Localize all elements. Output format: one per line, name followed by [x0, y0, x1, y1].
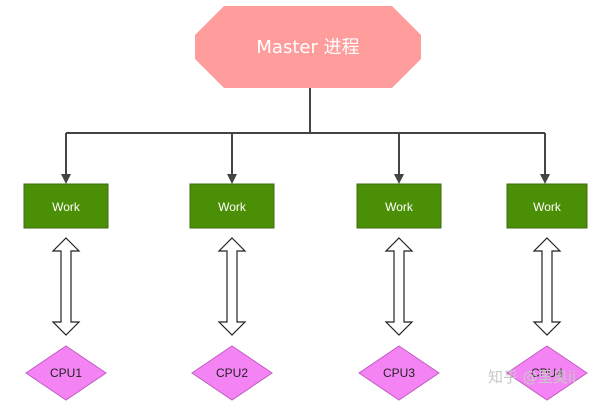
work-label-3: Work	[385, 200, 414, 214]
cpu-label-4: CPU4	[531, 366, 563, 380]
double-arrow-icon-4	[532, 237, 562, 336]
work-label-2: Work	[218, 200, 247, 214]
master-label: Master 进程	[256, 37, 359, 58]
work-label-4: Work	[533, 200, 562, 214]
cpu-label-2: CPU2	[216, 366, 248, 380]
double-arrow-icon-2	[217, 237, 247, 336]
master-octagon	[195, 6, 421, 88]
master-connectors	[61, 88, 550, 184]
worker-column-2: Work CPU2	[189, 183, 275, 401]
cpu-node-4	[506, 345, 588, 401]
cpu-node-2	[191, 345, 273, 401]
watermark: 知乎 @里奥ii	[488, 368, 576, 386]
cpu-label-3: CPU3	[383, 366, 415, 380]
work-node-4	[506, 183, 588, 229]
worker-column-3: Work CPU3	[356, 183, 442, 401]
work-label-1: Work	[52, 200, 81, 214]
work-node-2	[189, 183, 275, 229]
master-node: Master 进程	[195, 6, 421, 88]
work-node-1	[23, 183, 109, 229]
worker-column-1: Work CPU1	[23, 183, 109, 401]
cpu-node-3	[358, 345, 440, 401]
double-arrow-icon-1	[51, 237, 81, 336]
cpu-node-1	[25, 345, 107, 401]
cpu-label-1: CPU1	[50, 366, 82, 380]
work-node-3	[356, 183, 442, 229]
double-arrow-icon-3	[384, 237, 414, 336]
worker-column-4: Work CPU4	[506, 183, 588, 401]
